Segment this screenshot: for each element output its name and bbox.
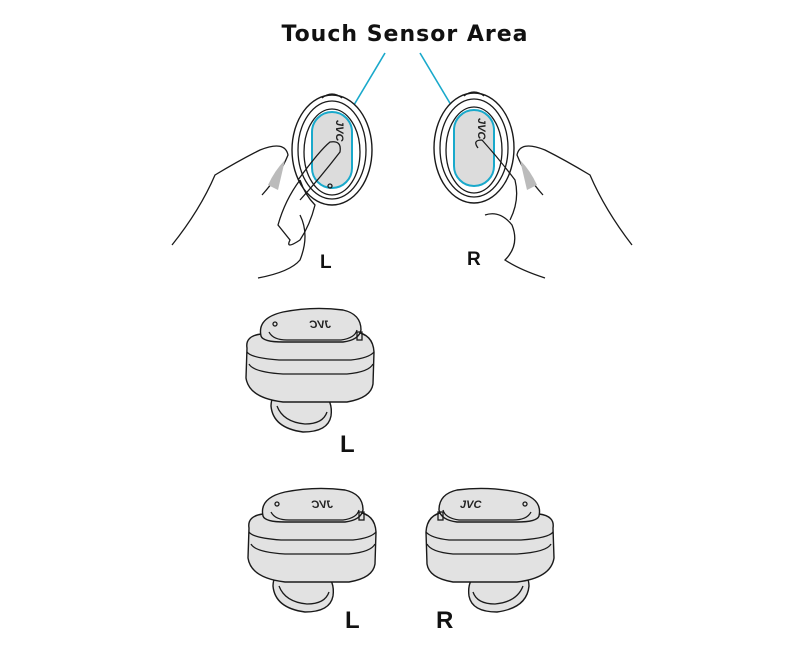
left-earbud-side-bottom: JVC	[247, 487, 377, 613]
top-right-label: R	[467, 249, 481, 270]
brand-logo: JVC	[475, 118, 487, 140]
brand-logo: JVC	[333, 120, 345, 142]
right-earbud-side-bottom	[425, 487, 555, 613]
left-earbud-side: JVC	[245, 307, 375, 433]
bottom-left-label: L	[345, 607, 360, 634]
right-earbud-front: JVC	[433, 91, 515, 204]
brand-logo: JVC	[309, 319, 331, 331]
left-earbud-front: JVC	[291, 93, 373, 206]
left-hand-icon	[171, 141, 341, 279]
top-left-label: L	[320, 252, 332, 273]
bottom-right-label: R	[436, 607, 453, 634]
middle-left-label: L	[340, 431, 355, 458]
diagram-title: Touch Sensor Area	[281, 22, 528, 47]
brand-logo: JVC	[460, 499, 482, 511]
brand-logo: JVC	[311, 499, 333, 511]
right-hand-icon	[475, 139, 633, 279]
